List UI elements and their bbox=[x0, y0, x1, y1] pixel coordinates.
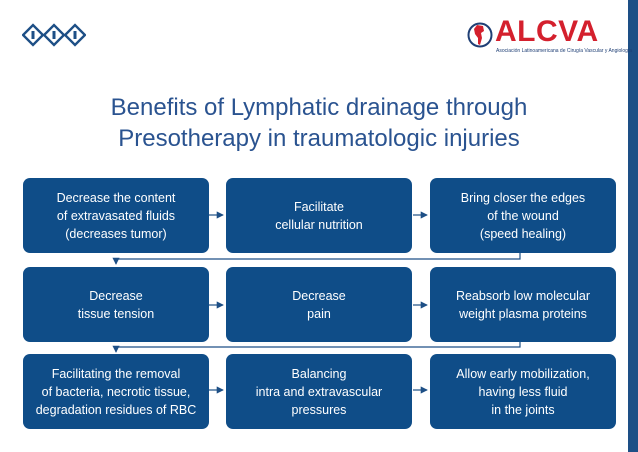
right-edge-bar bbox=[628, 0, 638, 452]
alcva-logo: ALCVA Asociación Latinoamericana de Ciru… bbox=[467, 15, 632, 58]
benefit-box-3: Bring closer the edges of the wound (spe… bbox=[430, 178, 616, 253]
benefit-box-7: Facilitating the removal of bacteria, ne… bbox=[23, 354, 209, 429]
benefit-box-2: Facilitate cellular nutrition bbox=[226, 178, 412, 253]
alcva-wordmark: ALCVA bbox=[495, 15, 599, 48]
alcva-subtitle: Asociación Latinoamericana de Cirugía Va… bbox=[496, 48, 633, 54]
benefit-box-9: Allow early mobilization, having less fl… bbox=[430, 354, 616, 429]
title-line-2: Presotherapy in traumatologic injuries bbox=[118, 125, 520, 152]
benefit-box-8: Balancing intra and extravascular pressu… bbox=[226, 354, 412, 429]
company-logo-icon bbox=[22, 23, 86, 47]
page-title: Benefits of Lymphatic drainage through P… bbox=[0, 92, 638, 154]
benefit-box-1: Decrease the content of extravasated flu… bbox=[23, 178, 209, 253]
benefit-box-5: Decrease pain bbox=[226, 267, 412, 342]
globe-americas-icon bbox=[467, 22, 493, 48]
benefit-box-4: Decrease tissue tension bbox=[23, 267, 209, 342]
arrow-3-4 bbox=[112, 253, 521, 265]
benefit-box-6: Reabsorb low molecular weight plasma pro… bbox=[430, 267, 616, 342]
title-line-1: Benefits of Lymphatic drainage through bbox=[110, 94, 528, 121]
arrow-6-7 bbox=[112, 342, 521, 353]
